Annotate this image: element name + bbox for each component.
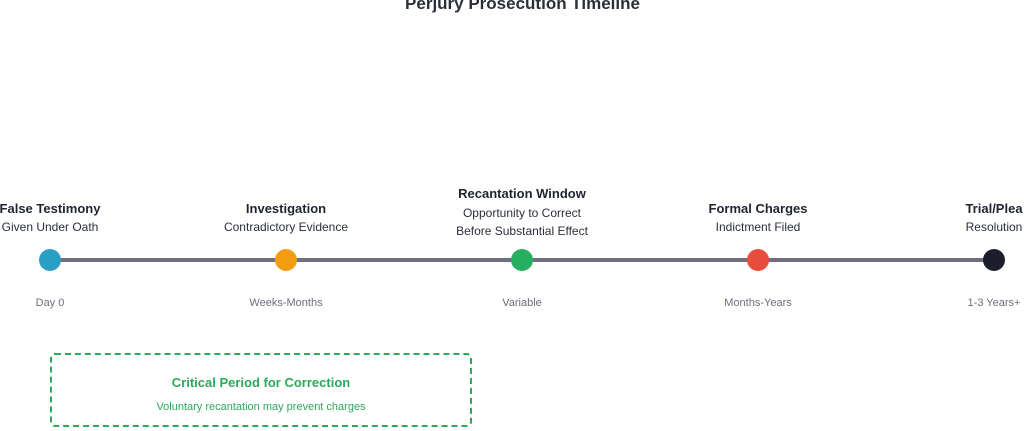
callout-title: Critical Period for Correction <box>171 375 351 390</box>
milestone-trial-plea-time: 1-3 Years+ <box>967 297 1021 309</box>
milestone-false-testimony-dot <box>39 249 61 271</box>
milestone-formal-charges-subtitle: Indictment Filed <box>715 220 801 234</box>
milestone-investigation-time: Weeks-Months <box>249 297 323 309</box>
callout-text: Voluntary recantation may prevent charge… <box>156 401 366 413</box>
critical-period-callout: Critical Period for Correction Voluntary… <box>50 353 472 427</box>
milestone-recantation-window-dot <box>511 249 533 271</box>
milestone-trial-plea-subtitle: Resolution <box>965 220 1023 234</box>
milestone-recantation-window-subtitle-1: Opportunity to Correct <box>462 206 582 220</box>
milestone-formal-charges-dot <box>747 249 769 271</box>
milestone-trial-plea-title: Trial/Plea <box>965 201 1023 216</box>
milestone-investigation-subtitle: Contradictory Evidence <box>223 220 349 234</box>
milestone-recantation-window-subtitle-2: Before Substantial Effect <box>456 224 588 238</box>
milestone-investigation-dot <box>275 249 297 271</box>
milestone-false-testimony-title: False Testimony <box>0 201 101 216</box>
milestone-recantation-window-title: Recantation Window <box>458 186 586 201</box>
diagram-title: Perjury Prosecution Timeline <box>405 0 640 13</box>
milestone-formal-charges-title: Formal Charges <box>708 201 808 216</box>
milestone-false-testimony-time: Day 0 <box>35 297 65 309</box>
milestone-recantation-window-time: Variable <box>502 297 542 309</box>
milestone-formal-charges-time: Months-Years <box>724 297 792 309</box>
milestone-investigation-title: Investigation <box>245 201 327 216</box>
milestone-false-testimony-subtitle: Given Under Oath <box>1 220 99 234</box>
milestone-trial-plea-dot <box>983 249 1005 271</box>
